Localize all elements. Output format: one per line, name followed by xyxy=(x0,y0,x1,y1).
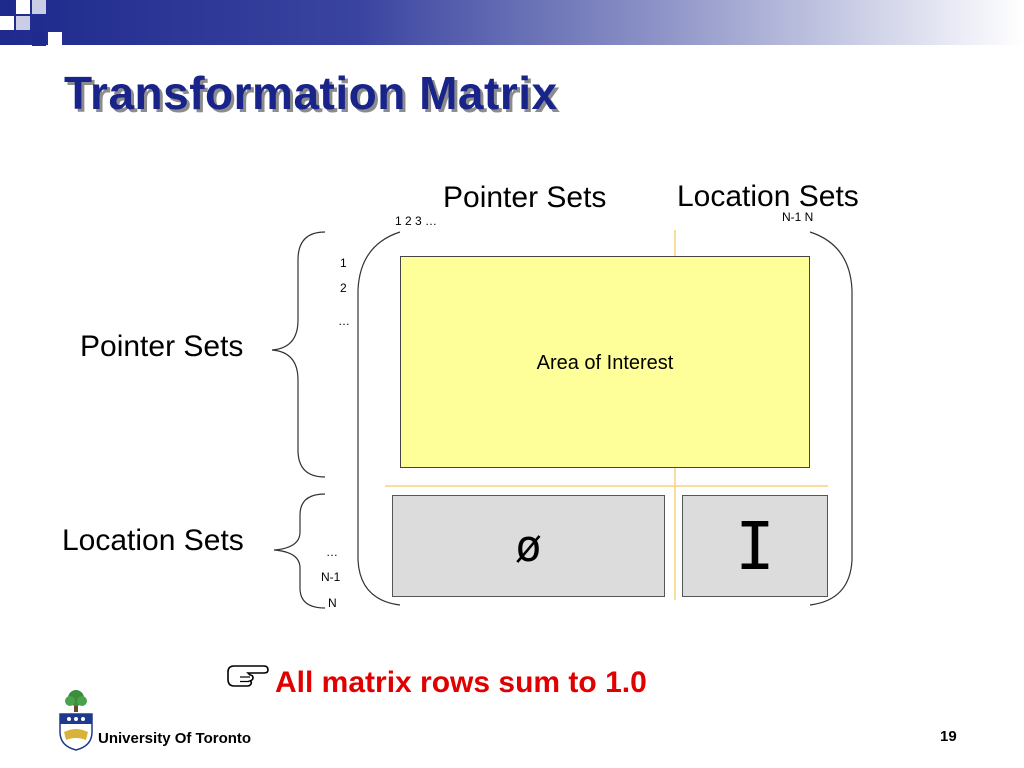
row-label-pointer-sets: Pointer Sets xyxy=(80,330,244,363)
column-header-pointer-sets: Pointer Sets xyxy=(443,181,607,214)
area-of-interest-label: Area of Interest xyxy=(536,352,674,374)
area-of-interest-block xyxy=(400,256,810,468)
column-index-location: N-1 N xyxy=(782,210,814,224)
identity-block: I xyxy=(682,495,828,597)
deco-square xyxy=(0,16,14,30)
deco-square xyxy=(16,16,30,30)
pointer-sets-brace xyxy=(271,231,326,478)
deco-square xyxy=(48,32,62,46)
location-sets-brace xyxy=(273,493,326,609)
identity-symbol: I xyxy=(735,507,775,585)
row-index-n: N xyxy=(328,596,337,610)
page-number: 19 xyxy=(940,728,957,745)
row-label-location-sets: Location Sets xyxy=(62,524,244,557)
row-index-2: 2 xyxy=(340,281,347,295)
row-index-dots-bottom: … xyxy=(326,545,338,559)
footer-university-name: University Of Toronto xyxy=(98,730,252,747)
column-index-pointer: 1 2 3 … xyxy=(395,214,438,228)
row-index-dots-top: … xyxy=(338,314,350,328)
matrix-left-paren xyxy=(357,231,401,606)
pointing-hand-icon xyxy=(226,660,270,690)
deco-square xyxy=(16,0,30,14)
rule-statement: All matrix rows sum to 1.0 xyxy=(275,666,647,699)
empty-set-symbol: ø xyxy=(515,520,542,572)
deco-square xyxy=(32,0,46,14)
deco-square xyxy=(0,0,14,14)
header-gradient-bar xyxy=(0,0,1024,45)
matrix-right-paren xyxy=(809,231,853,606)
column-header-location-sets: Location Sets xyxy=(677,180,859,213)
university-crest-icon xyxy=(56,688,96,752)
deco-square xyxy=(32,32,46,46)
row-index-n-minus-1: N-1 xyxy=(321,570,341,584)
row-index-1: 1 xyxy=(340,256,347,270)
empty-block: ø xyxy=(392,495,665,597)
slide-title: Transformation Matrix xyxy=(64,67,558,119)
